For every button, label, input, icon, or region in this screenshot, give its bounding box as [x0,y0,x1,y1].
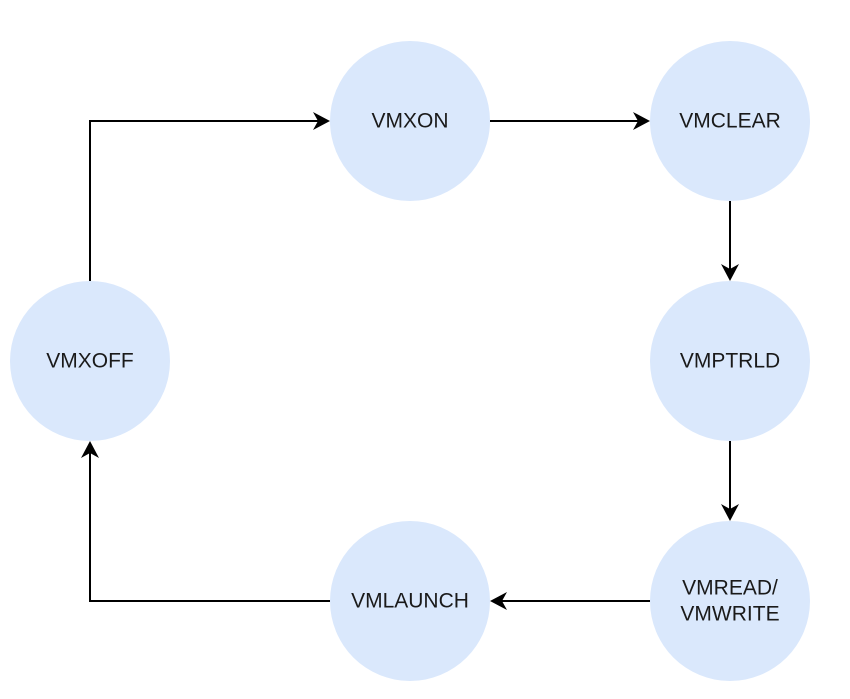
edge-vmclear-to-vmptrld [721,201,739,281]
node-circle [330,521,490,681]
node-label: VMCLEAR [679,110,781,133]
arrowhead [313,112,330,130]
edge-vmxoff-to-vmxon [89,112,330,281]
node-vmxon: VMXON [330,41,490,201]
node-label-line2: VMWRITE [680,603,779,626]
arrowhead [721,264,739,281]
arrowhead [490,592,507,610]
node-circle [650,521,810,681]
arrowhead [81,441,99,458]
node-vmclear: VMCLEAR [650,41,810,201]
arrowhead [633,112,650,130]
node-vmlaunch: VMLAUNCH [330,521,490,681]
node-label-line1: VMREAD/ [682,577,778,600]
edge-vmxon-to-vmclear [490,112,650,130]
edges [81,112,739,610]
node-circle [330,41,490,201]
node-circle [10,281,170,441]
node-circle [650,281,810,441]
edge-vmptrld-to-vmread-vmwrite [721,441,739,521]
nodes: VMXON VMCLEAR VMPTRLD VMREAD/ VMWRITE VM… [10,41,810,681]
node-vmxoff: VMXOFF [10,281,170,441]
node-label: VMLAUNCH [351,590,469,613]
node-label: VMPTRLD [680,350,780,373]
node-vmread-vmwrite: VMREAD/ VMWRITE [650,521,810,681]
node-label: VMXOFF [46,350,134,373]
arrowhead [721,504,739,521]
node-circle [650,41,810,201]
node-label: VMXON [371,110,448,133]
edge-vmread-vmwrite-to-vmlaunch [490,592,650,610]
node-vmptrld: VMPTRLD [650,281,810,441]
edge-vmlaunch-to-vmxoff [81,441,330,602]
